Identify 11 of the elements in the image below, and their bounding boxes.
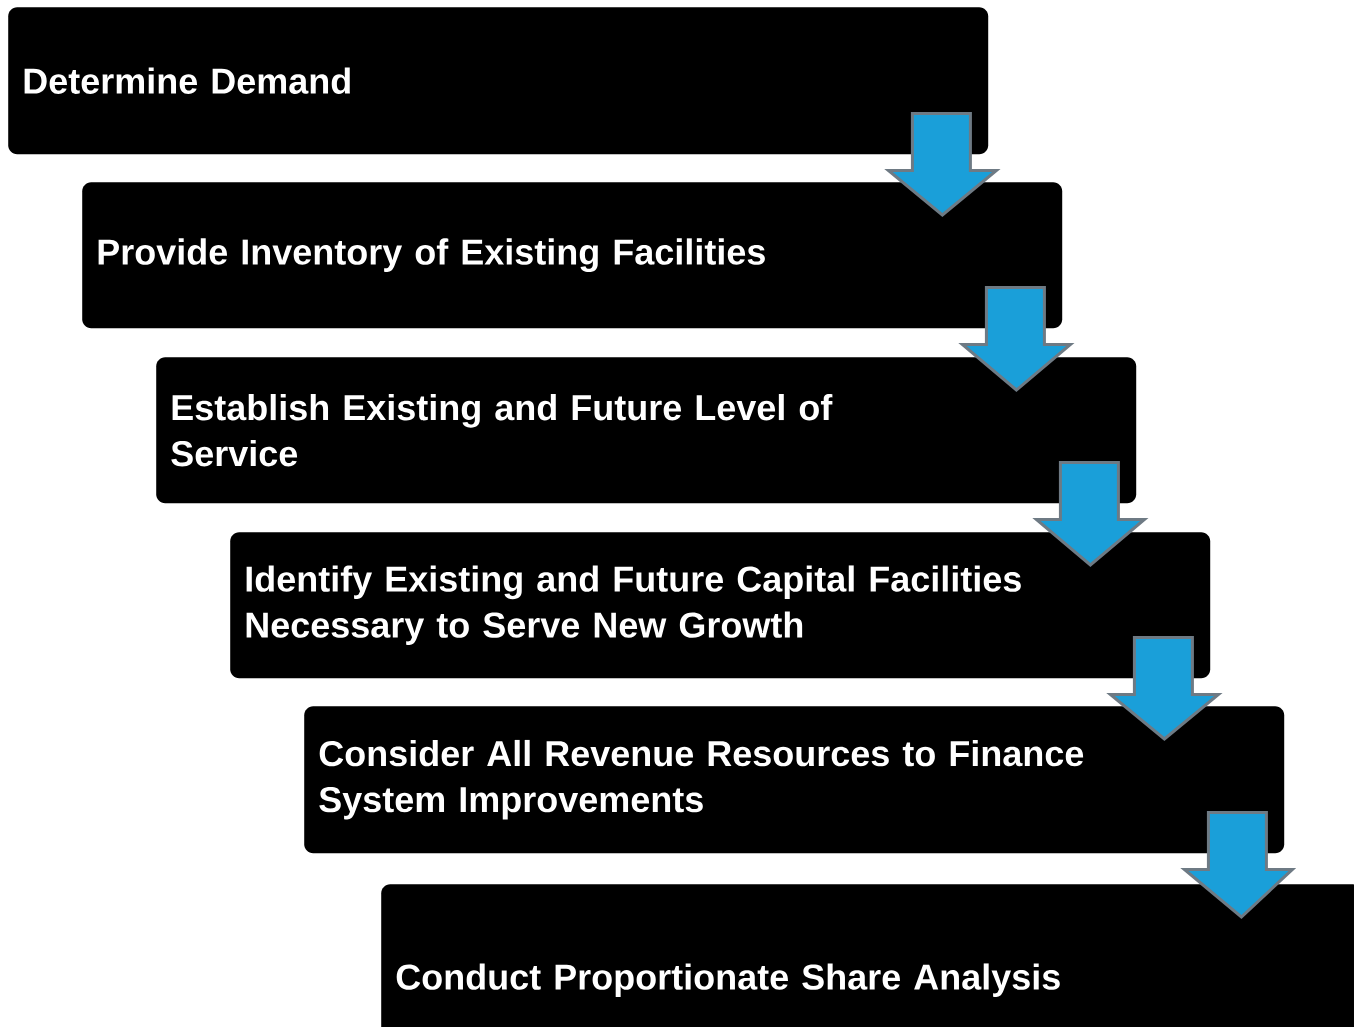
process-box: Consider All Revenue Resources to Finance System Improvements (304, 706, 1285, 854)
process-box: Identify Existing and Future Capital Facilities Necessary to Serve New Growth (230, 532, 1211, 679)
process-box: Provide Inventory of Existing Facilities (82, 182, 1063, 329)
block-arrow (958, 285, 1075, 392)
process-box: Conduct Proportionate Share Analysis (381, 884, 1354, 1027)
block-arrow (1032, 460, 1149, 567)
process-box: Establish Existing and Future Level of Service (156, 357, 1137, 504)
process-box: Determine Demand (8, 7, 989, 155)
block-arrow (1180, 810, 1297, 919)
block-arrow (884, 111, 1001, 217)
block-arrow (1106, 635, 1223, 741)
